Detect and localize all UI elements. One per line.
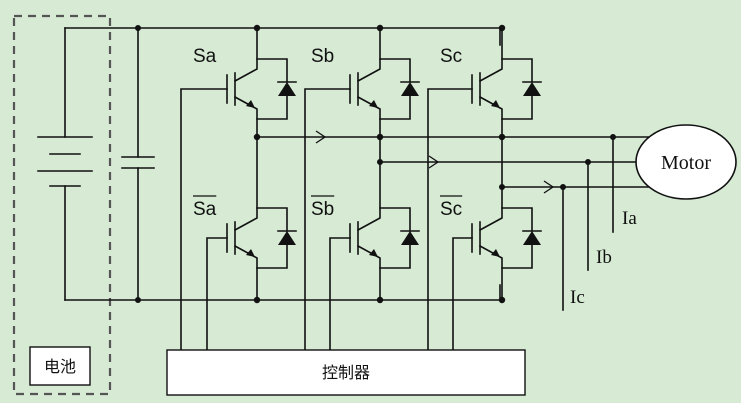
battery-symbol (37, 27, 93, 301)
junction-dot (499, 184, 505, 190)
dc-bus-positive (64, 27, 501, 46)
motor-label: Motor (661, 152, 711, 174)
switch-lower-0: Sa (193, 136, 297, 301)
battery-group-box (12, 14, 112, 396)
battery-label: 电池 (44, 357, 76, 376)
gate-drive-upper-2 (427, 88, 473, 351)
phase-a-arrow (315, 130, 327, 144)
junction-dot (253, 133, 261, 141)
switch-upper-2: Sc (440, 27, 542, 138)
switch-lower-0-label: Sa (193, 199, 217, 220)
switch-lower-2-label: Sc (440, 199, 462, 220)
controller-box (166, 349, 526, 396)
switch-lower-1: Sb (311, 136, 420, 301)
motor (635, 124, 737, 200)
junction-dot (498, 24, 506, 32)
current-label-ib: Ib (596, 247, 612, 268)
phase-b-arrow (428, 155, 440, 169)
switch-upper-0-label: Sa (193, 46, 217, 67)
junction-dot (376, 24, 384, 32)
switch-upper-0: Sa (193, 27, 297, 138)
gate-drive-upper-1 (304, 88, 351, 351)
current-label-ic: Ic (570, 287, 585, 308)
junction-dot (376, 296, 384, 304)
switch-lower-1-label: Sb (311, 199, 334, 220)
junction-dot (560, 184, 566, 190)
junction-dot (253, 296, 261, 304)
switch-upper-1-label: Sb (311, 46, 334, 67)
switch-upper-1: Sb (311, 27, 420, 138)
switch-upper-2-label: Sc (440, 46, 462, 67)
junction-dot (585, 159, 591, 165)
junction-dot (376, 133, 384, 141)
gate-drive-lower-2 (452, 237, 473, 351)
junction-dot (498, 133, 506, 141)
junction-dot (377, 159, 383, 165)
gate-drive-upper-0 (180, 88, 228, 351)
junction-dot (253, 24, 261, 32)
battery-label-box (29, 346, 91, 386)
gate-drive-lower-0 (206, 237, 228, 351)
current-label-ia: Ia (622, 208, 637, 229)
gate-drive-lower-1 (329, 237, 351, 351)
junction-dot (135, 297, 141, 303)
dc-bus-negative (64, 284, 501, 301)
switch-lower-2: Sc (440, 136, 542, 301)
phase-c-arrow (543, 180, 555, 194)
dc-link-capacitor (121, 27, 155, 301)
junction-dot (135, 25, 141, 31)
controller-label: 控制器 (322, 363, 370, 382)
junction-dot (498, 296, 506, 304)
junction-dot (610, 134, 616, 140)
